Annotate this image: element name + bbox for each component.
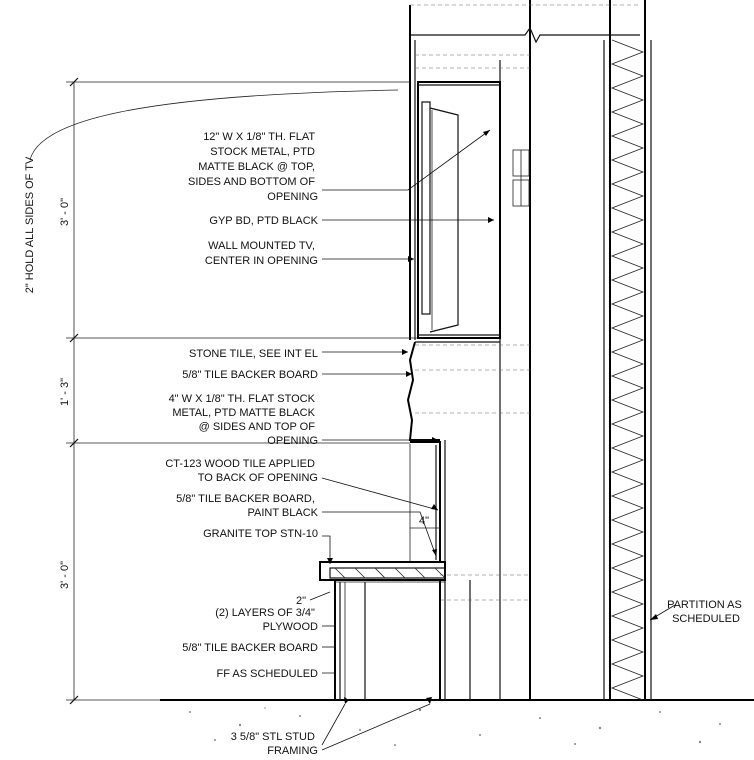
granite-counter <box>319 561 446 581</box>
partition-wall <box>603 0 652 701</box>
dim-tile-band: 1' - 3" <box>59 378 71 406</box>
niche-opening <box>409 441 441 562</box>
note-granite: GRANITE TOP STN-10 <box>203 528 318 540</box>
stone-tile-band <box>406 341 500 441</box>
note-flat-stock-niche: 4" W X 1/8" TH. FLAT STOCK METAL, PTD MA… <box>169 393 318 447</box>
leader-lines <box>309 129 676 751</box>
dim-overhang: 2" <box>296 595 306 607</box>
dim-lower: 3' - 0" <box>59 561 71 589</box>
dimension-lines <box>29 77 440 705</box>
floor-slab <box>160 699 754 746</box>
note-plywood: (2) LAYERS OF 3/4" PLYWOOD <box>215 607 318 633</box>
note-stone-tile: STONE TILE, SEE INT EL <box>189 348 318 360</box>
note-partition: PARTITION AS SCHEDULED <box>667 599 745 625</box>
note-tv: WALL MOUNTED TV, CENTER IN OPENING <box>205 240 318 267</box>
dim-tv-opening: 3' - 0" <box>59 198 71 226</box>
note-backer-lower: 5/8" TILE BACKER BOARD <box>182 642 318 654</box>
note-studs: 3 5/8" STL STUD FRAMING <box>231 731 318 757</box>
dim-niche-depth: 4" <box>419 515 429 527</box>
leader-arrows <box>327 130 658 704</box>
lower-cabinet <box>334 580 445 700</box>
note-backer-upper: 5/8" TILE BACKER BOARD <box>182 369 318 381</box>
note-gyp-bd: GYP BD, PTD BLACK <box>209 215 318 227</box>
stud-framing <box>409 0 640 700</box>
tv-opening <box>417 81 530 339</box>
dim-hold-note: 2" HOLD ALL SIDES OF TV <box>24 156 36 293</box>
note-flat-stock-top: 12" W X 1/8" TH. FLAT STOCK METAL, PTD M… <box>188 131 318 203</box>
note-wood-tile: CT-123 WOOD TILE APPLIED TO BACK OF OPEN… <box>165 458 318 484</box>
note-ff: FF AS SCHEDULED <box>217 668 319 680</box>
note-backer-black: 5/8" TILE BACKER BOARD, PAINT BLACK <box>176 493 319 519</box>
